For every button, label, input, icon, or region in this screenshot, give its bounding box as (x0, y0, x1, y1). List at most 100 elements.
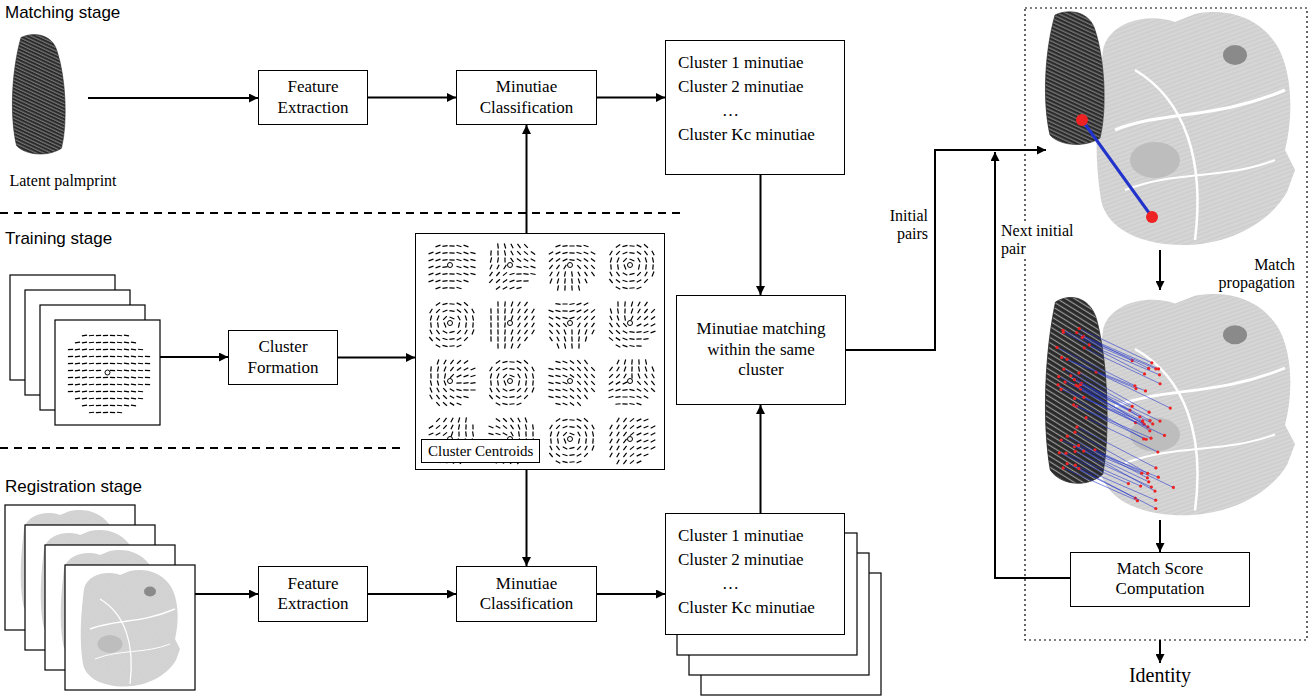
cluster-centroid-grid (523, 273, 528, 275)
orientation-field (68, 370, 73, 372)
cluster-centroid-grid (437, 360, 439, 365)
propagated-matches (1157, 476, 1160, 479)
cluster-centroid-grid (617, 425, 620, 430)
cluster-centroid-grid (623, 331, 628, 333)
cluster-centroid-grid (569, 259, 574, 261)
orientation-field (138, 391, 143, 393)
cluster-centroid-grid (496, 395, 500, 398)
cluster-centroid-grid (591, 252, 596, 254)
cluster-centroid-grid (518, 323, 521, 327)
propagated-matches (1127, 482, 1130, 485)
cluster-centroid-grid (497, 243, 499, 248)
connector-arrow (760, 405, 762, 513)
cluster-centroid-grid (592, 330, 594, 335)
cluster-centroid-grid (568, 379, 573, 384)
cluster-centroid-grid (644, 251, 647, 255)
cluster-centroid-grid (449, 338, 454, 340)
cluster-centroid-grid (591, 309, 595, 312)
cluster-centroid-grid (629, 338, 634, 340)
cluster-centroid-grid (591, 374, 595, 378)
connector-arrow (526, 470, 528, 566)
cluster-centroid-grid (450, 396, 454, 399)
cluster-centroid-grid (510, 418, 513, 422)
cluster-centroid-grid (517, 396, 522, 399)
cluster-centroid-grid (616, 382, 620, 385)
cluster-centroid-grid (464, 302, 468, 305)
cluster-centroid-grid (636, 331, 641, 333)
cluster-centroid-grid (556, 425, 560, 429)
cluster-centroid-grid (456, 273, 461, 274)
orientation-field (131, 377, 136, 379)
propagated-matches (1069, 374, 1072, 377)
cluster-centroid-grid (616, 272, 619, 276)
propagated-matches (1077, 385, 1080, 388)
cluster-centroid-grid (556, 252, 561, 254)
cluster-centroid-grid (436, 259, 441, 261)
cluster-centroid-grid (617, 367, 620, 371)
cluster-centroid-grid (630, 425, 634, 428)
orientation-field (124, 377, 129, 379)
orientation-field (75, 384, 80, 386)
cluster-centroid-grid (616, 389, 621, 391)
cluster-centroid-grid (631, 316, 633, 321)
propagated-matches (1148, 429, 1151, 432)
propagated-matches (1077, 444, 1080, 447)
cluster-centroid-grid (584, 367, 587, 371)
cluster-centroid-grid (449, 273, 454, 275)
propagated-matches (1084, 397, 1165, 435)
cluster-centroid-grid (585, 438, 587, 443)
cluster-centroid-grid (504, 329, 506, 334)
cluster-centroid-grid (497, 343, 498, 348)
orientation-field (82, 398, 87, 400)
cluster-centroid-grid (630, 446, 634, 449)
cluster-centroid-grid (504, 301, 506, 306)
cluster-centroid-grid (488, 433, 493, 434)
cluster-centroid-grid (436, 433, 441, 435)
propagated-matches (1064, 452, 1067, 455)
cluster-centroid-grid (442, 280, 447, 282)
cluster-centroid-grid (564, 271, 565, 276)
cluster-centroid-grid (624, 374, 627, 378)
cluster-centroid-grid (644, 316, 648, 319)
orientation-field (89, 335, 94, 337)
cluster-centroid-grid (577, 425, 581, 428)
cluster-centroid-grid (430, 366, 432, 371)
cluster-centroid-grid (442, 273, 447, 275)
cluster-centroid-grid (532, 388, 534, 393)
orientation-field (145, 384, 150, 385)
cluster-centroid-grid (651, 426, 656, 428)
orientation-field (82, 405, 87, 407)
cluster-centroid-grid (472, 315, 473, 320)
cluster-centroid-grid (511, 251, 513, 256)
cluster-centroid-grid (645, 258, 647, 263)
orientation-field (89, 349, 94, 351)
cluster-centroid-grid (524, 395, 528, 399)
cluster-centroid-grid (636, 345, 641, 346)
cluster-centroid-grid (518, 330, 521, 334)
process-box: Minutiae Classification (456, 70, 597, 125)
cluster-centroid-grid (578, 336, 580, 341)
cluster-centroid-grid (623, 460, 626, 464)
cluster-centroid-grid (623, 345, 628, 347)
cluster-centroid-grid (645, 367, 647, 372)
orientation-field (105, 370, 110, 375)
node-text: Match Score Computation (1079, 559, 1241, 600)
cluster-centroid-grid (629, 389, 634, 390)
cluster-centroid-grid (457, 309, 461, 312)
propagated-matches (1172, 486, 1175, 489)
propagated-matches (1063, 330, 1132, 360)
cluster-centroid-grid (637, 280, 642, 283)
orientation-field (103, 342, 108, 343)
propagated-matches (1075, 331, 1078, 334)
cluster-centroid-grid (631, 309, 633, 314)
cluster-centroid-grid (509, 389, 514, 390)
cluster-centroid-grid (490, 272, 493, 276)
cluster-centroid-grid (563, 447, 568, 450)
cluster-centroid-grid (429, 433, 434, 435)
cluster-centroid-grid (651, 331, 656, 333)
cluster-centroid-grid (610, 425, 613, 430)
cluster-centroid-grid (511, 244, 513, 249)
orientation-field (124, 342, 129, 344)
cluster-centroid-grid (443, 418, 446, 422)
cluster-centroid-grid (637, 251, 641, 254)
